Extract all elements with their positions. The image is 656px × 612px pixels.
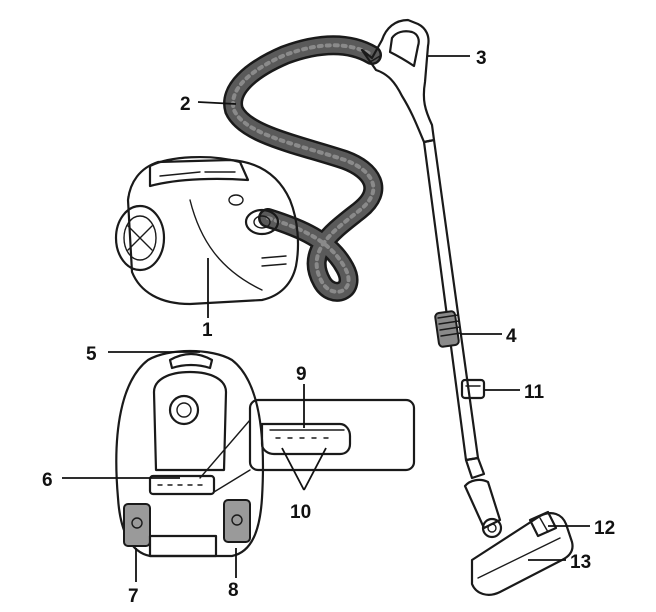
callout-10: 10 (290, 502, 311, 523)
vacuum-body-side (116, 157, 298, 304)
callout-5: 5 (86, 344, 97, 365)
callout-11: 11 (524, 382, 545, 403)
callout-13: 13 (570, 552, 591, 573)
control-panel-detail (200, 400, 414, 492)
callout-7: 7 (128, 586, 139, 607)
telescopic-tube (424, 140, 478, 460)
callout-4: 4 (506, 326, 517, 347)
hose (233, 45, 373, 292)
callout-6: 6 (42, 470, 53, 491)
callout-12: 12 (594, 518, 615, 539)
handle (362, 20, 434, 142)
tube-lock (462, 380, 484, 398)
callout-8: 8 (228, 580, 239, 601)
callout-9: 9 (296, 364, 307, 385)
callout-2: 2 (180, 94, 191, 115)
callout-3: 3 (476, 48, 487, 69)
vacuum-body-front (116, 351, 263, 556)
callout-1: 1 (202, 320, 213, 341)
